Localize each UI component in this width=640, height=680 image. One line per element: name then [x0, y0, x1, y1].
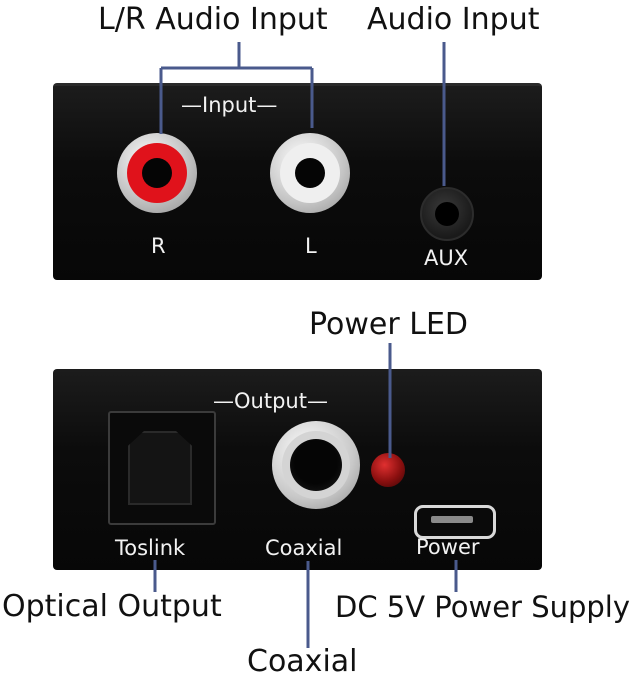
- toslink-label: Toslink: [115, 536, 186, 560]
- coaxial-label: Coaxial: [265, 536, 343, 560]
- aux-jack[interactable]: [420, 187, 474, 241]
- leader-lr-audio-input: [159, 42, 314, 134]
- micro-usb-power-port[interactable]: [414, 505, 496, 539]
- left-jack-label: L: [305, 234, 317, 258]
- toslink-socket: [128, 431, 192, 505]
- output-panel: —Output— Toslink Coaxial Power: [53, 369, 542, 570]
- callout-lr-audio-input: L/R Audio Input: [98, 2, 328, 37]
- input-section-label: —Input—: [181, 93, 278, 117]
- right-audio-jack[interactable]: [117, 133, 197, 213]
- right-jack-label: R: [151, 234, 166, 258]
- callout-dc-power-supply: DC 5V Power Supply: [335, 590, 631, 624]
- left-audio-jack[interactable]: [270, 133, 350, 213]
- output-section-label: —Output—: [213, 389, 328, 413]
- micro-usb-tongue: [431, 516, 473, 523]
- power-led-light: [371, 453, 405, 487]
- coaxial-jack[interactable]: [272, 421, 360, 509]
- callout-audio-input: Audio Input: [367, 2, 540, 37]
- toslink-port[interactable]: [108, 411, 216, 525]
- input-panel: —Input— R L AUX: [53, 83, 542, 280]
- callout-optical-output: Optical Output: [2, 589, 222, 624]
- aux-label: AUX: [424, 246, 469, 270]
- power-label: Power: [416, 535, 480, 559]
- callout-coaxial: Coaxial: [247, 644, 358, 679]
- callout-power-led: Power LED: [309, 307, 469, 342]
